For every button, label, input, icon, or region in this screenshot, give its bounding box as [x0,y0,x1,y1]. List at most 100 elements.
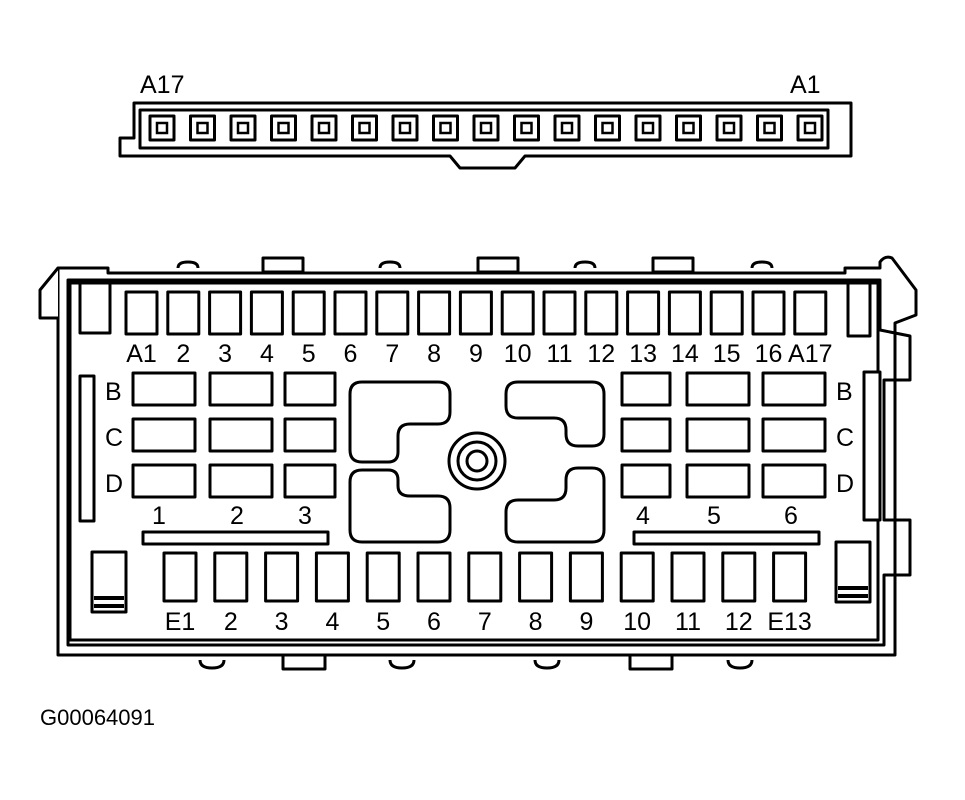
row-a-label: 2 [176,340,190,368]
top-connector-body [118,101,853,170]
top-connector-inner [138,108,830,150]
top-pin [351,114,378,142]
top-pin [553,114,581,142]
grid-cavity [761,371,827,407]
grid-cavity [685,371,751,407]
row-e-label: 11 [675,608,701,636]
bottom-bump [198,659,226,670]
row-e-label: E13 [767,608,811,636]
row-a-cavity [208,290,243,336]
bottom-bump [726,659,754,670]
top-pin [391,114,419,142]
right-group-bar [632,530,821,546]
row-letter: C [105,424,123,452]
row-e-label: 4 [325,608,339,636]
top-pin-socket [236,121,250,135]
housing-inner [66,278,912,647]
grid-cavity [620,417,672,453]
row-e-label: 3 [275,608,289,636]
top-pin-socket [682,121,695,135]
row-e-cavity [213,551,249,603]
row-a-cavity [751,290,786,336]
row-a-label: 11 [547,340,573,368]
row-a-label: 9 [469,340,483,368]
top-pin-socket [196,121,209,135]
top-pin-socket [479,121,493,135]
grid-cavity [131,371,197,407]
grid-cavity [131,463,197,499]
top-bump [573,260,597,269]
top-pin-socket [155,121,169,135]
row-letters-right: B C D [836,378,854,498]
top-pin-socket [641,121,655,135]
top-bump [750,260,774,269]
row-a-cavity [166,290,201,336]
grid-cavity [761,417,827,453]
row-a-cavity [626,290,661,336]
row-a-label: 3 [218,340,232,368]
group-label: 6 [784,502,798,530]
top-connector-left-label: A17 [140,71,184,99]
right-guide [846,281,872,338]
row-e-label: 5 [376,608,390,636]
row-e-cavity [365,551,401,603]
left-latch [38,267,60,320]
row-e-cavity [314,551,350,603]
row-letters-left: B C D [105,378,123,498]
top-tab [476,256,520,274]
row-e-cavity [619,551,655,603]
top-connector: A17 A1 [118,71,853,170]
row-a-label: 4 [260,340,274,368]
top-pin-socket [398,121,412,135]
row-e-cavity [670,551,706,603]
group-label: 2 [230,502,244,530]
top-pin-socket [722,121,736,135]
row-a-label: 12 [587,340,615,368]
top-pin [310,114,338,142]
row-a-label: 5 [302,340,316,368]
top-connector-pins [148,114,824,142]
top-pin [715,114,743,142]
row-a-cavity [500,290,535,336]
group-label: 5 [707,502,721,530]
grid-cavity [131,417,197,453]
top-pin-socket [358,121,371,135]
grid-cavity [208,371,274,407]
row-a-cavity [417,290,452,336]
top-pin-socket [803,121,817,135]
top-pin-socket [520,121,533,135]
grid-cavity [620,371,672,407]
row-e-label: 2 [224,608,238,636]
top-tab [261,256,305,274]
grid-cavity [208,463,274,499]
row-a-cavity [542,290,577,336]
row-a-cavity [291,290,326,336]
left-guide [78,281,112,335]
left-rail [78,374,96,523]
row-a-cavity [249,290,284,336]
top-pin-socket [277,121,290,135]
grid-cavity [208,417,274,453]
grid-cavity [685,463,751,499]
key-bottom-right [504,466,606,544]
row-letter: B [105,378,122,406]
grid-cavity [283,371,337,407]
top-pin-socket [439,121,452,135]
grid-cavity [283,417,337,453]
bottom-bump [533,659,561,670]
key-top-right [504,380,606,448]
row-e-cavity [568,551,604,603]
row-e-label: 9 [579,608,593,636]
top-pin [432,114,459,142]
row-a-label: 10 [504,340,532,368]
row-letter: D [105,470,123,498]
row-a-cavity [124,290,159,336]
row-e-cavity [772,551,808,603]
top-pin [675,114,702,142]
left-group-bar [141,530,330,546]
top-pin [796,114,824,142]
row-a-label: 16 [755,340,783,368]
